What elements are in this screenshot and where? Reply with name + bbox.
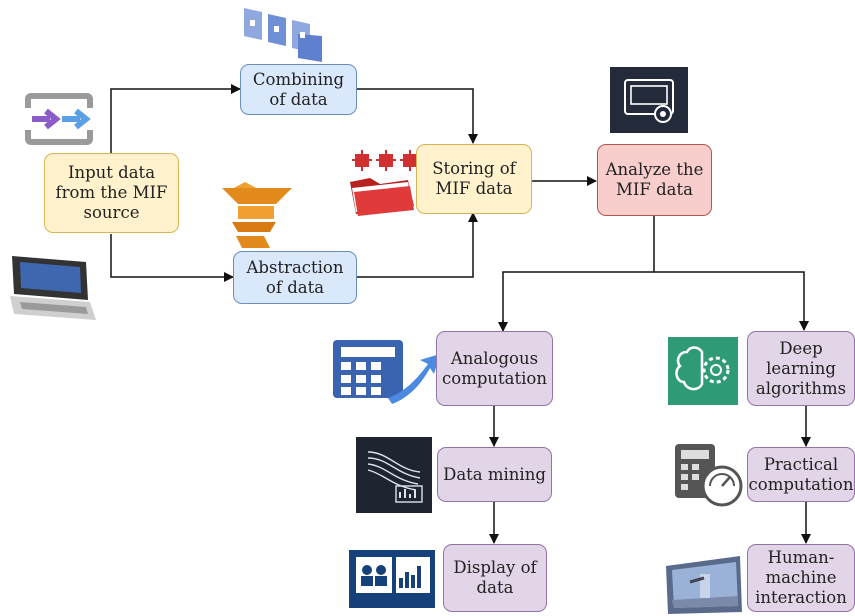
node-combining-of-data: Combining of data (240, 64, 357, 115)
node-display-of-data-label: Display of data (453, 558, 537, 597)
calculator-chart-icon (333, 340, 440, 404)
node-storing-mif-data: Storing of MIF data (416, 144, 532, 214)
node-input-data-label: Input data from the MIF source (55, 163, 168, 222)
node-input-data: Input data from the MIF source (44, 153, 179, 233)
node-combining-of-data-label: Combining of data (252, 69, 345, 109)
data-stream-icon (356, 437, 432, 513)
node-practical-computation-label: Practical computation (748, 454, 854, 494)
robot-room-icon (666, 556, 742, 614)
node-analogous-computation-label: Analogous computation (442, 348, 547, 388)
node-storing-mif-data-label: Storing of MIF data (432, 159, 516, 198)
laptop-device-icon (10, 256, 96, 320)
connector-input-to-combining (110, 84, 241, 153)
dashboard-screens-icon (349, 550, 435, 608)
node-analyze-mif-data: Analyze the MIF data (597, 144, 712, 216)
transfer-arrows-icon (24, 93, 94, 145)
brain-gear-icon (668, 337, 738, 405)
connector-input-to-abstraction (110, 234, 234, 282)
node-analyze-mif-data-label: Analyze the MIF data (605, 160, 704, 199)
calculator-gauge-icon (675, 444, 743, 507)
node-human-machine-interaction: Human- machine interaction (747, 544, 855, 612)
node-deep-learning-algorithms: Deep learning algorithms (747, 331, 855, 406)
node-display-of-data: Display of data (443, 544, 547, 612)
connector-analyze-to-branches (502, 216, 655, 330)
node-human-machine-interaction-label: Human- machine interaction (755, 548, 847, 607)
stack-layers-icon (222, 182, 292, 248)
node-analogous-computation: Analogous computation (436, 331, 553, 406)
connector-branch-right (654, 271, 809, 331)
node-data-mining: Data mining (437, 447, 552, 502)
node-abstraction-of-data: Abstraction of data (233, 251, 357, 304)
tablet-gear-icon (610, 67, 688, 133)
connector-combining-to-storing (357, 88, 478, 144)
node-data-mining-label: Data mining (443, 464, 546, 484)
node-deep-learning-algorithms-label: Deep learning algorithms (755, 338, 847, 398)
node-abstraction-of-data-label: Abstraction of data (246, 257, 344, 297)
storage-folder-icon (350, 150, 420, 216)
connector-abstraction-to-storing (357, 212, 478, 278)
document-sheets-icon (244, 8, 322, 62)
node-practical-computation: Practical computation (747, 447, 855, 502)
